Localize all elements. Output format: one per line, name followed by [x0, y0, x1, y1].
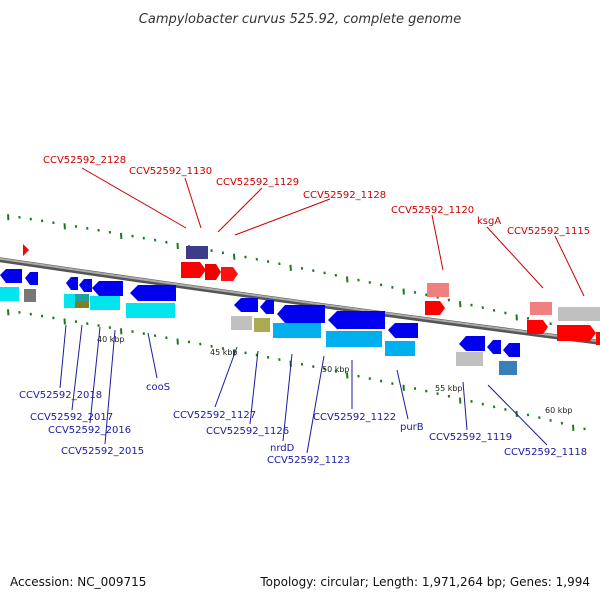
gene-1119[interactable]	[456, 352, 483, 366]
gene-label-1123[interactable]: CCV52592_1123	[267, 455, 350, 466]
gene-1118a[interactable]	[503, 343, 520, 357]
gene-1120b[interactable]	[425, 301, 445, 315]
gene-label-nrdD[interactable]: nrdD	[270, 443, 295, 454]
gene-olive-b[interactable]	[75, 301, 89, 308]
gene-1115[interactable]	[558, 307, 600, 321]
gene-label-1120[interactable]: CCV52592_1120	[391, 205, 474, 216]
gene-1122a[interactable]	[388, 323, 418, 338]
gene-2015[interactable]	[90, 296, 120, 310]
gene-label-2015[interactable]: CCV52592_2015	[61, 446, 144, 457]
gene-ksgA[interactable]	[530, 302, 552, 315]
gene-2016[interactable]	[92, 281, 123, 296]
genome-title: Campylobacter curvus 525.92, complete ge…	[139, 12, 461, 27]
gene-1115b[interactable]	[557, 325, 596, 341]
scale-label-55: 55 kbp	[435, 384, 463, 393]
gene-1128[interactable]	[221, 267, 238, 281]
scale-label-60: 60 kbp	[545, 406, 573, 415]
gene-1126[interactable]	[254, 318, 270, 332]
gene-label-cooS[interactable]: cooS	[146, 382, 170, 393]
gene-1127a[interactable]	[234, 298, 258, 312]
gene-label-2017[interactable]: CCV52592_2017	[30, 412, 113, 423]
gene-label-1126[interactable]: CCV52592_1126	[206, 426, 289, 437]
gene-label-1118[interactable]: CCV52592_1118	[504, 447, 587, 458]
gene-cyan-a[interactable]	[0, 287, 19, 301]
scale-label-50: 50 kbp	[322, 365, 350, 374]
scale-label-40: 40 kbp	[97, 335, 125, 344]
gene-label-2016[interactable]: CCV52592_2016	[48, 425, 131, 436]
gene-rev-b[interactable]	[25, 272, 38, 285]
gene-label-2018[interactable]: CCV52592_2018	[19, 390, 102, 401]
gene-1123a[interactable]	[328, 311, 385, 329]
gene-label-1128[interactable]: CCV52592_1128	[303, 190, 386, 201]
gene-label-1122[interactable]: CCV52592_1122	[313, 412, 396, 423]
gene-forward[interactable]	[23, 244, 29, 256]
gene-track	[0, 244, 600, 375]
genome-backbone-highlight	[0, 257, 600, 343]
gene-label-ksgA[interactable]: ksgA	[477, 216, 501, 227]
gene-1119b[interactable]	[487, 340, 501, 354]
gene-1127b[interactable]	[260, 300, 274, 314]
gene-1130[interactable]	[181, 262, 206, 278]
gene-label-1129[interactable]: CCV52592_1129	[216, 177, 299, 188]
gene-1129[interactable]	[205, 264, 221, 280]
gene-1127[interactable]	[231, 316, 252, 330]
gene-label-1130[interactable]: CCV52592_1130	[129, 166, 212, 177]
scale-ticks	[7, 214, 586, 431]
top-leader-lines	[81, 167, 585, 297]
gene-label-purB[interactable]: purB	[400, 422, 424, 433]
gene-cooS[interactable]	[126, 303, 175, 318]
gene-label-1127[interactable]: CCV52592_1127	[173, 410, 256, 421]
bottom-leader-lines	[59, 324, 548, 454]
gene-grey-a[interactable]	[24, 289, 36, 302]
gene-label-2128[interactable]: CCV52592_2128	[43, 155, 126, 166]
gene-rev-a[interactable]	[0, 269, 22, 283]
gene-ksgA-b[interactable]	[527, 320, 548, 334]
gene-1119a[interactable]	[459, 336, 485, 351]
gene-label-1115[interactable]: CCV52592_1115	[507, 226, 590, 237]
genome-summary: Topology: circular; Length: 1,971,264 bp…	[259, 575, 590, 589]
gene-2017[interactable]	[79, 279, 92, 292]
scale-label-45: 45 kbp	[210, 348, 238, 357]
gene-nrdD[interactable]	[273, 323, 321, 338]
gene-1118[interactable]	[499, 361, 517, 375]
gene-cooS-a[interactable]	[130, 285, 176, 301]
gene-cyan-b[interactable]	[64, 294, 75, 308]
gene-2128[interactable]	[186, 246, 208, 259]
gene-edge[interactable]	[596, 332, 600, 345]
gene-1120[interactable]	[427, 283, 449, 297]
gene-1123[interactable]	[326, 331, 382, 347]
gene-label-1119[interactable]: CCV52592_1119	[429, 432, 512, 443]
gene-purB[interactable]	[385, 341, 415, 356]
gene-2018[interactable]	[66, 277, 78, 290]
accession-label: Accession: NC_009715	[10, 575, 146, 589]
gene-teal-b[interactable]	[75, 294, 89, 301]
gene-nrdD-a[interactable]	[277, 305, 325, 323]
